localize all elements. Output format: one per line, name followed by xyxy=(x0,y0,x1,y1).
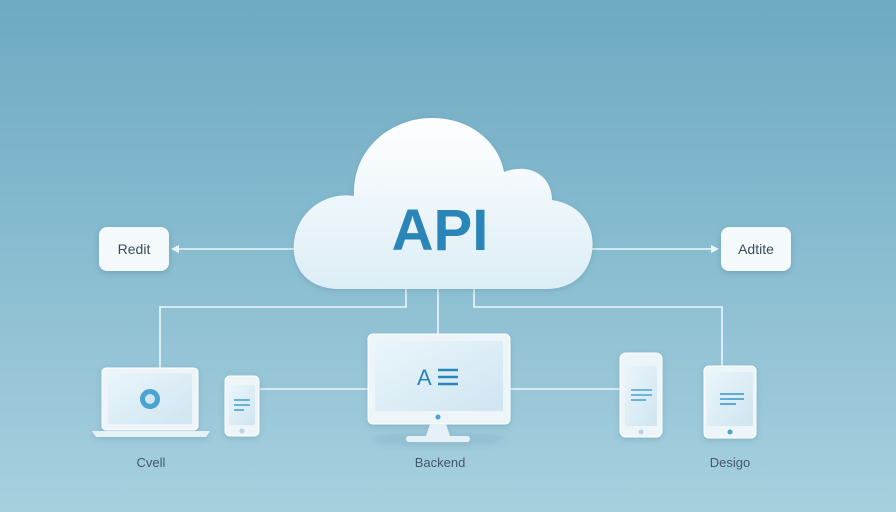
text-lines-icon xyxy=(720,393,744,405)
design-device-label: Desigo xyxy=(709,455,751,470)
text-lines-icon xyxy=(234,399,250,411)
monitor-foot xyxy=(406,436,470,442)
api-cloud xyxy=(293,118,593,289)
right-service-label: Adtite xyxy=(738,241,774,257)
phone-device-left xyxy=(224,375,260,437)
laptop-base xyxy=(92,431,210,437)
backend-device-label: Backend xyxy=(414,455,466,470)
left-service-label: Redit xyxy=(117,241,151,257)
connector-cloud-tablet xyxy=(473,288,723,366)
connector-cloud-laptop xyxy=(159,288,407,368)
gear-icon xyxy=(140,389,160,409)
arrowhead-right xyxy=(711,245,719,253)
text-lines-icon xyxy=(631,389,652,401)
monitor-device xyxy=(367,333,511,444)
monitor-camera-dot xyxy=(435,414,441,420)
phone-right-screen xyxy=(625,366,657,426)
monitor-screen-text: A xyxy=(417,365,432,390)
cloud-shape xyxy=(293,118,593,289)
phone-right-home-button xyxy=(638,429,644,435)
arrowhead-left xyxy=(171,245,179,253)
phone-left-home-button xyxy=(239,428,245,434)
tablet-home-button xyxy=(727,429,733,435)
left-service-box[interactable]: Redit xyxy=(99,227,169,271)
menu-lines-icon xyxy=(438,368,458,386)
tablet-device xyxy=(703,365,757,439)
right-service-box[interactable]: Adtite xyxy=(721,227,791,271)
client-device-label: Cvell xyxy=(136,455,166,470)
connectors xyxy=(159,245,723,390)
monitor-stand xyxy=(426,424,450,436)
cloud-title: API xyxy=(392,198,489,263)
